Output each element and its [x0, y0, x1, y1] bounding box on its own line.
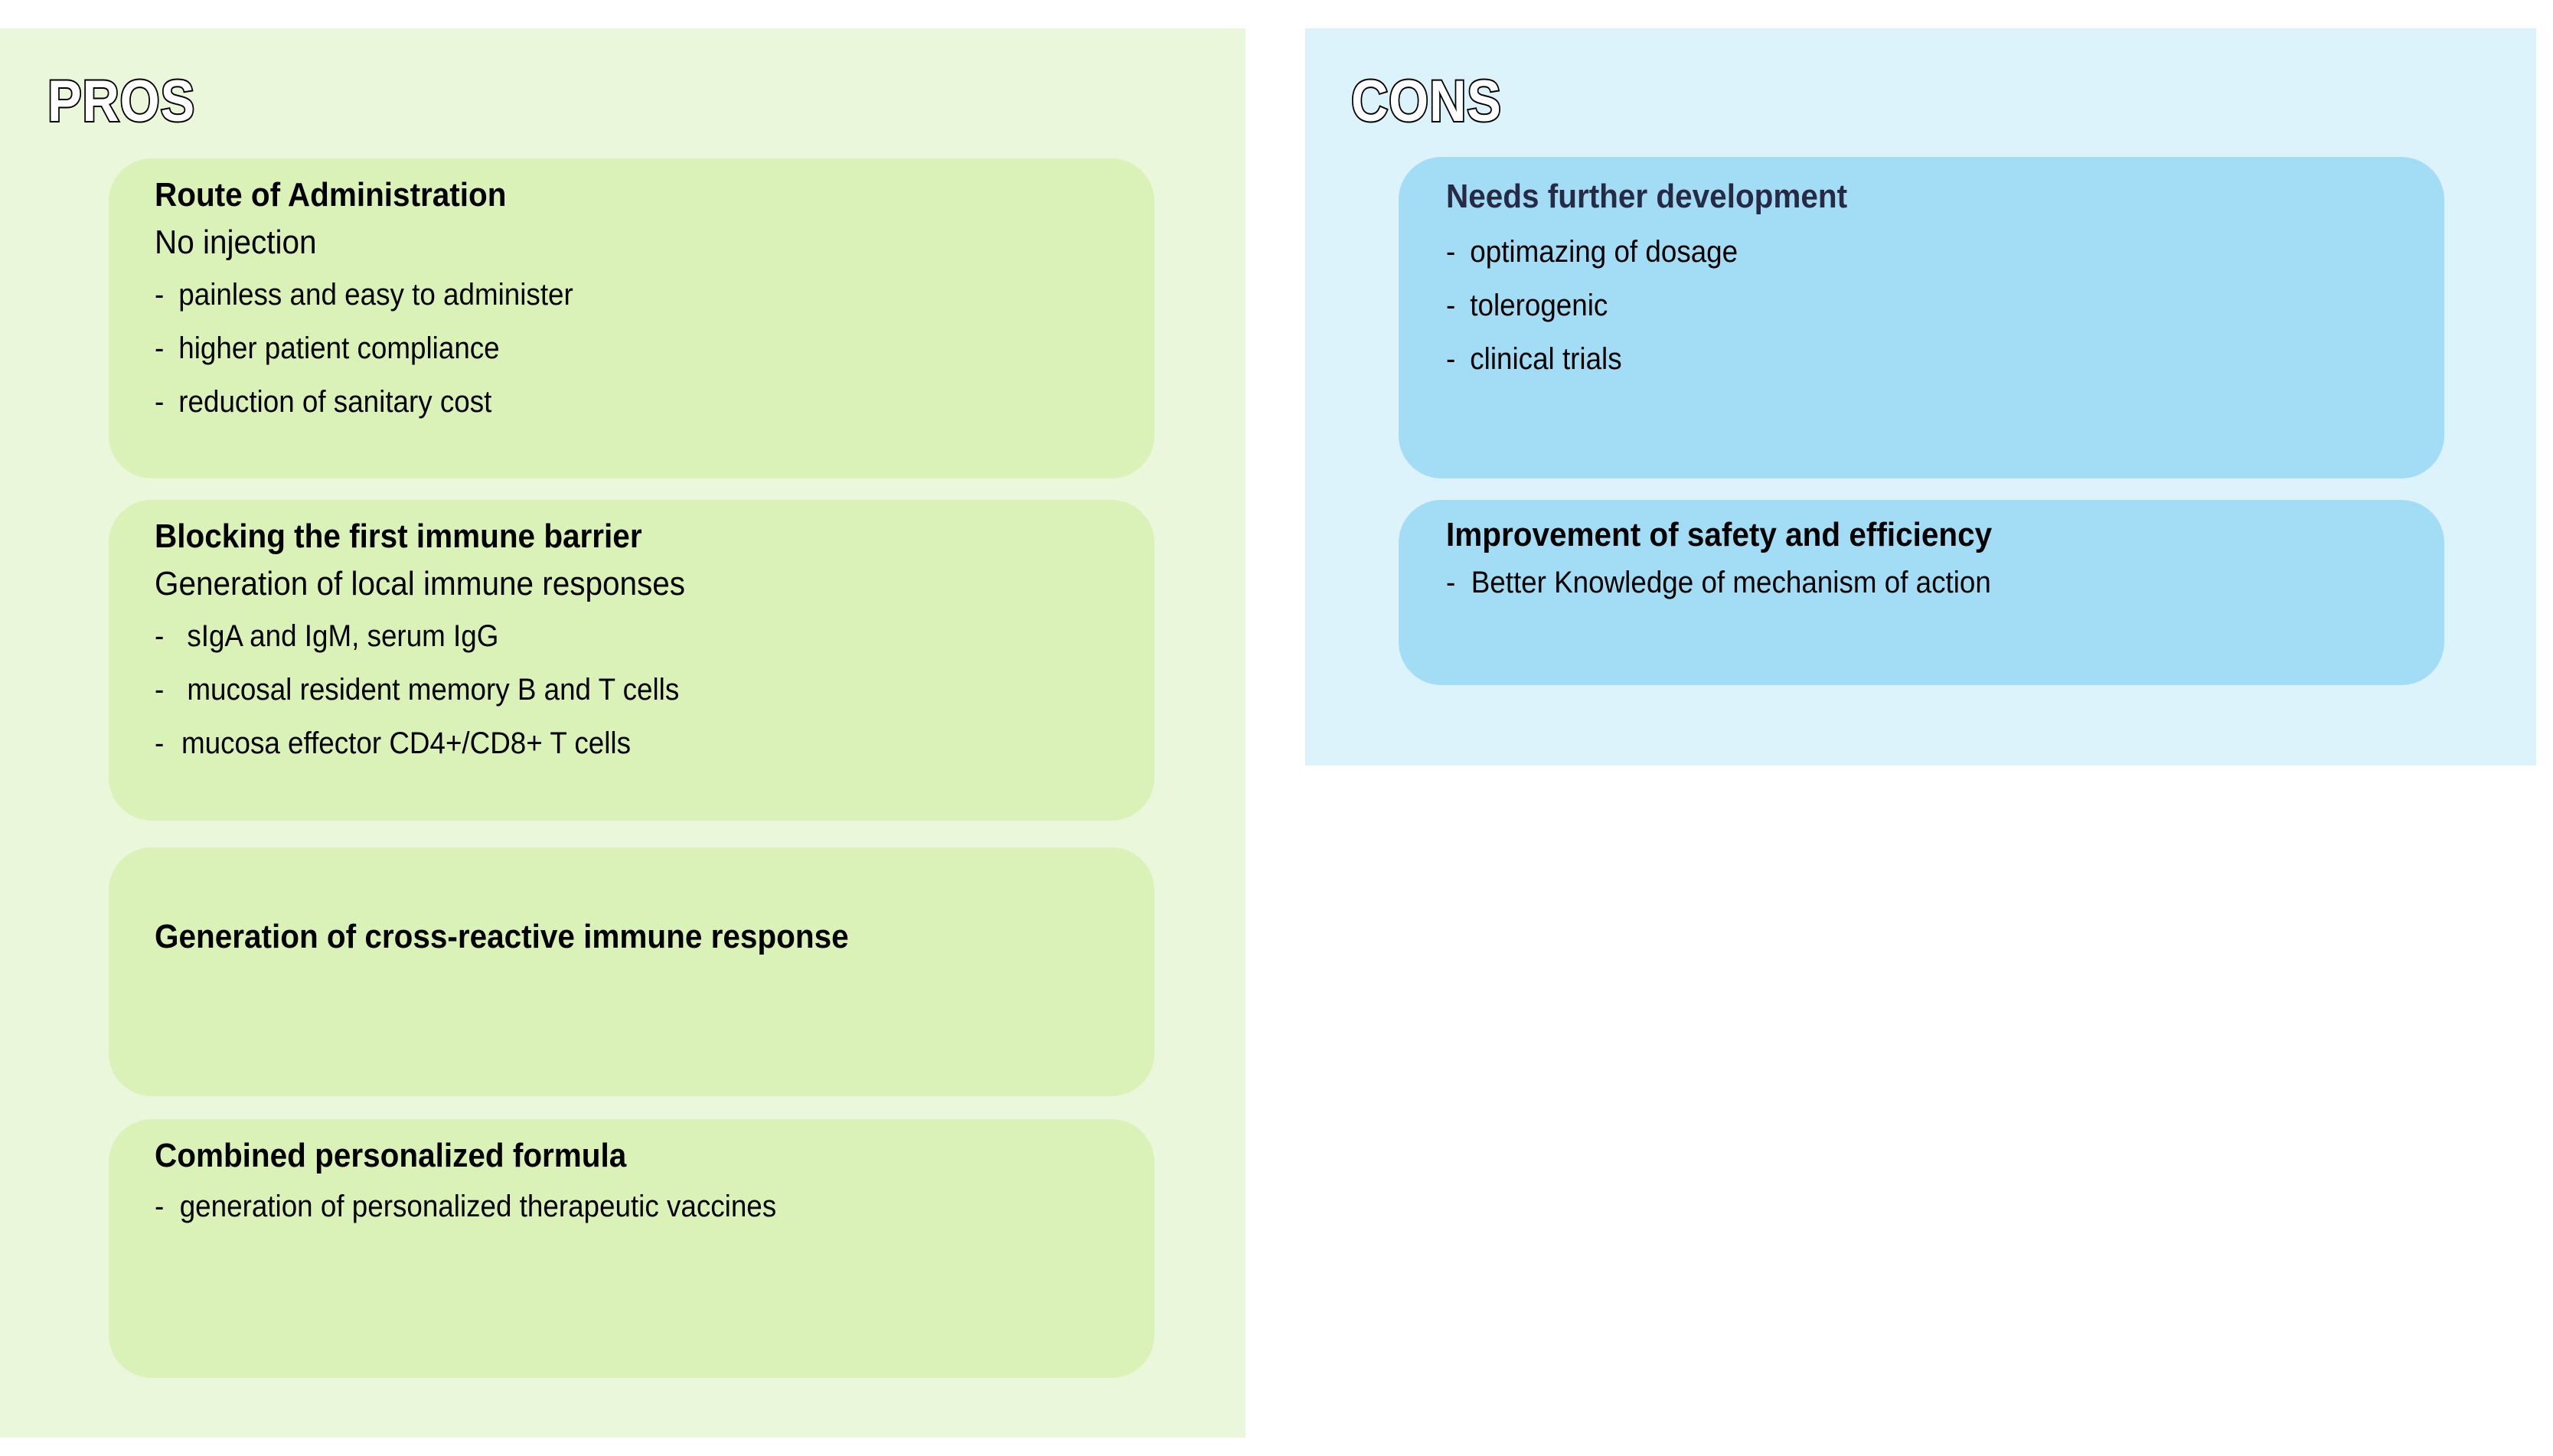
list-item: - reduction of sanitary cost [155, 387, 1053, 417]
bullet-dash: - [155, 385, 165, 419]
bullet-text: Better Knowledge of mechanism of action [1471, 566, 1991, 599]
pros-card-cross-reactive-immune-response: Generation of cross-reactive immune resp… [109, 847, 1154, 1096]
bullet-text: painless and easy to administer [178, 278, 573, 312]
card-title: Improvement of safety and efficiency [1446, 516, 1993, 553]
card-subtitle: No injection [155, 224, 317, 261]
list-item: - tolerogenic [1446, 290, 2343, 321]
cons-card-improvement-of-safety-and-efficiency: Improvement of safety and efficiency - B… [1399, 500, 2444, 685]
pros-heading: PROS [46, 69, 196, 134]
card-title: Needs further development [1446, 178, 1848, 215]
bullet-dash: - [1446, 289, 1456, 322]
bullet-text: higher patient compliance [178, 331, 500, 365]
bullet-dash: - [1446, 566, 1456, 599]
bullet-dash: - [155, 278, 165, 312]
bullet-dash: - [1446, 235, 1456, 269]
list-item: - mucosa effector CD4+/CD8+ T cells [155, 728, 1053, 759]
cons-panel: CONS Needs further development - optimaz… [1305, 28, 2536, 766]
bullet-text: clinical trials [1470, 342, 1622, 376]
bullet-text: mucosal resident memory B and T cells [187, 673, 680, 707]
bullet-paragraph: - Better Knowledge of mechanism of actio… [1446, 567, 2343, 598]
list-item: - mucosal resident memory B and T cells [155, 674, 1053, 705]
bullet-dash: - [155, 673, 165, 707]
bullet-text: reduction of sanitary cost [178, 385, 492, 419]
bullet-text: mucosa effector CD4+/CD8+ T cells [181, 726, 631, 760]
list-item: - sIgA and IgM, serum IgG [155, 621, 1053, 651]
pros-panel: PROS Route of Administration No injectio… [0, 28, 1245, 1438]
bullet-dash: - [155, 619, 165, 653]
bullet-dash: - [155, 726, 165, 760]
pros-card-route-of-administration: Route of Administration No injection - p… [109, 158, 1154, 478]
bullet-text: sIgA and IgM, serum IgG [187, 619, 499, 653]
list-item: - higher patient compliance [155, 333, 1053, 364]
bullet-text: tolerogenic [1470, 289, 1608, 322]
card-title: Generation of cross-reactive immune resp… [155, 918, 849, 955]
bullet-list: - sIgA and IgM, serum IgG - mucosal resi… [155, 621, 1131, 759]
card-title: Combined personalized formula [155, 1137, 627, 1174]
bullet-text: generation of personalized therapeutic v… [179, 1190, 777, 1223]
list-item: - painless and easy to administer [155, 279, 1053, 310]
pros-card-blocking-first-immune-barrier: Blocking the first immune barrier Genera… [109, 500, 1154, 821]
bullet-paragraph: - generation of personalized therapeutic… [155, 1188, 922, 1226]
list-item: - clinical trials [1446, 344, 2343, 374]
bullet-list: - optimazing of dosage - tolerogenic - c… [1446, 237, 2421, 374]
bullet-dash: - [155, 331, 165, 365]
card-title: Route of Administration [155, 176, 507, 214]
pros-card-combined-personalized-formula: Combined personalized formula - generati… [109, 1119, 1154, 1378]
card-subtitle: Generation of local immune responses [155, 565, 686, 602]
cons-heading: CONS [1350, 69, 1502, 134]
bullet-dash: - [1446, 342, 1456, 376]
cons-card-needs-further-development: Needs further development - optimazing o… [1399, 157, 2444, 478]
card-title: Blocking the first immune barrier [155, 517, 642, 555]
bullet-dash: - [155, 1190, 165, 1223]
bullet-text: optimazing of dosage [1470, 235, 1738, 269]
list-item: - optimazing of dosage [1446, 237, 2343, 267]
bullet-list: - painless and easy to administer - high… [155, 279, 1131, 417]
